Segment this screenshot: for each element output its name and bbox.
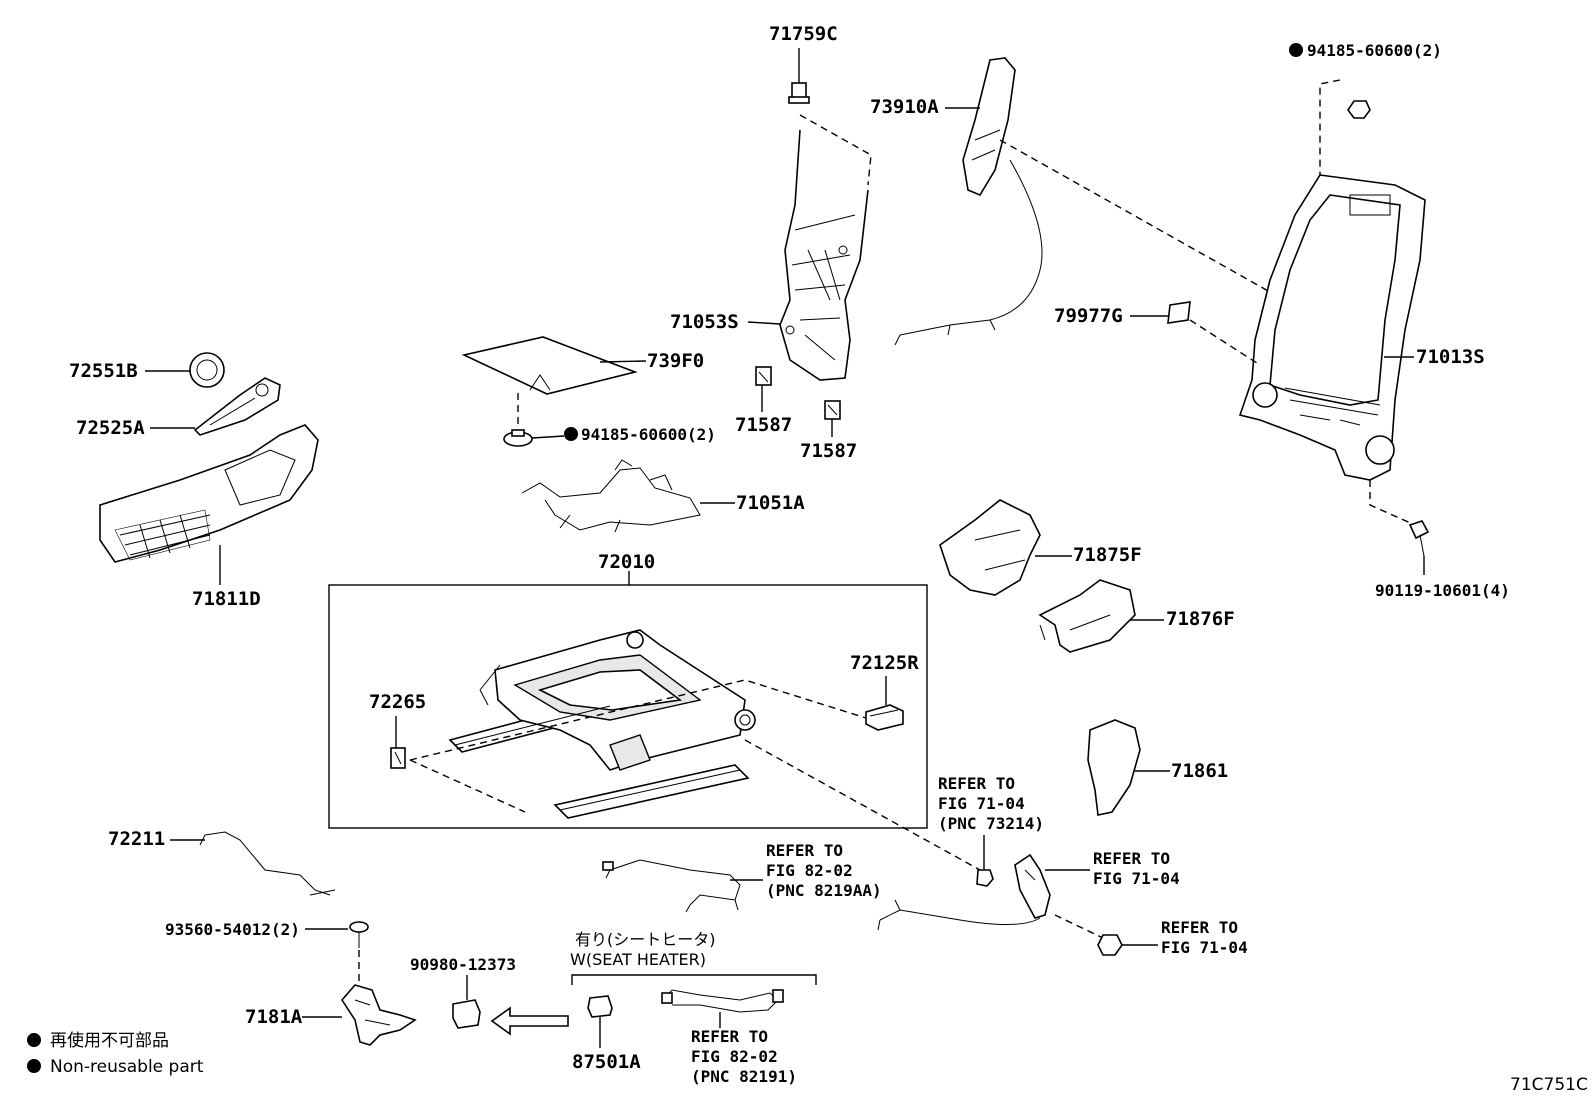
note-fig: FIG 71-04	[938, 794, 1025, 813]
note-fig7104-nut: REFER TO FIG 71-04	[1161, 918, 1248, 957]
label-71013S[interactable]: 71013S	[1416, 346, 1485, 368]
part-71759C	[788, 82, 810, 104]
note-fig8202-pnc8219AA: REFER TO FIG 82-02 (PNC 8219AA)	[766, 841, 882, 900]
note-fig7104-buckle: REFER TO FIG 71-04	[1093, 849, 1180, 888]
part-93560-screw	[349, 921, 369, 948]
part-71053S-lumbar-support	[779, 129, 869, 381]
part-7181A-bracket	[341, 984, 417, 1046]
label-90119[interactable]: 90119-10601(4)	[1375, 581, 1510, 600]
label-71587-a[interactable]: 71587	[735, 414, 792, 436]
part-71013S-seatback-frame	[1238, 174, 1426, 481]
diagram-code: 71C751C	[1510, 1075, 1588, 1095]
label-72125R[interactable]: 72125R	[850, 652, 919, 674]
note-refer-to: REFER TO	[938, 774, 1015, 793]
legend: 再使用不可部品 Non-reusable part	[27, 1030, 204, 1077]
seat-adjuster-frame	[448, 629, 756, 819]
part-71051A-spring-wire	[521, 459, 701, 533]
part-73910A-airbag	[894, 57, 1043, 346]
label-71587-b[interactable]: 71587	[800, 440, 857, 462]
note-fig: FIG 71-04	[1093, 869, 1180, 888]
part-seat-buckle	[877, 853, 1051, 931]
note-fig: FIG 71-04	[1161, 938, 1248, 957]
note-refer-to: REFER TO	[1161, 918, 1238, 937]
part-72265	[390, 747, 406, 769]
label-71875F[interactable]: 71875F	[1073, 544, 1142, 566]
legend-marker-en	[27, 1059, 41, 1073]
legend-marker-jp	[27, 1033, 41, 1047]
part-small-nut-73214	[976, 869, 994, 887]
label-72010[interactable]: 72010	[598, 551, 655, 573]
note-fig7104-pnc73214: REFER TO FIG 71-04 (PNC 73214)	[938, 774, 1044, 833]
label-739F0[interactable]: 739F0	[647, 350, 704, 372]
label-72211[interactable]: 72211	[108, 828, 165, 850]
label-71861[interactable]: 71861	[1171, 760, 1228, 782]
label-87501A[interactable]: 87501A	[572, 1051, 641, 1073]
label-71811D[interactable]: 71811D	[192, 588, 261, 610]
part-90119-bolt	[1408, 520, 1430, 557]
part-72525A-lever	[193, 377, 281, 436]
note-pnc: (PNC 73214)	[938, 814, 1044, 833]
part-79977G-label	[1167, 301, 1191, 324]
part-90980-connector	[452, 999, 481, 1029]
part-heater-harness	[661, 989, 784, 1013]
part-72211-rod	[199, 831, 336, 896]
non-reusable-marker-top	[1289, 43, 1303, 57]
label-73910A[interactable]: 73910A	[870, 96, 939, 118]
part-nut-buckle	[1097, 934, 1123, 956]
seat-heater-group: 有り(シートヒータ) W(SEAT HEATER) 87501A REFER T…	[570, 930, 817, 1086]
label-90980[interactable]: 90980-12373	[410, 955, 516, 974]
note-refer-to: REFER TO	[691, 1027, 768, 1046]
label-79977G[interactable]: 79977G	[1054, 305, 1123, 327]
part-739F0-pad	[461, 336, 638, 395]
note-fig: FIG 82-02	[766, 861, 853, 880]
note-refer-to: REFER TO	[766, 841, 843, 860]
label-7181A[interactable]: 7181A	[245, 1006, 303, 1028]
part-71861-cover	[1087, 719, 1141, 816]
non-reusable-marker-mid	[564, 427, 578, 441]
part-94185-nut-mid	[503, 429, 533, 447]
part-71875F-cover	[939, 499, 1041, 596]
label-72525A[interactable]: 72525A	[76, 417, 145, 439]
note-pnc: (PNC 82191)	[691, 1067, 797, 1086]
label-72551B[interactable]: 72551B	[69, 360, 138, 382]
note-refer-to: REFER TO	[1093, 849, 1170, 868]
seat-heater-label-jp: 有り(シートヒータ)	[575, 930, 716, 949]
legend-japanese: 再使用不可部品	[50, 1030, 169, 1051]
label-71051A[interactable]: 71051A	[736, 492, 805, 514]
part-71811D-shield	[99, 424, 319, 563]
label-72265[interactable]: 72265	[369, 691, 426, 713]
part-71587-b	[824, 400, 841, 420]
part-harness-8219AA	[602, 859, 741, 913]
seat-track-box	[328, 584, 928, 829]
seat-heater-label-en: W(SEAT HEATER)	[570, 950, 706, 969]
part-72551B-knob	[189, 352, 225, 388]
note-pnc: (PNC 8219AA)	[766, 881, 882, 900]
label-71759C[interactable]: 71759C	[769, 23, 838, 45]
label-71053S[interactable]: 71053S	[670, 311, 739, 333]
label-71876F[interactable]: 71876F	[1166, 608, 1235, 630]
label-93560[interactable]: 93560-54012(2)	[165, 920, 300, 939]
part-71876F-cover	[1038, 579, 1136, 653]
part-71587-a	[755, 366, 772, 386]
seat-track-group: 72010 72265 72125R	[328, 551, 981, 871]
arrow-icon	[490, 1006, 569, 1036]
label-94185-top[interactable]: 94185-60600(2)	[1307, 41, 1442, 60]
part-94185-nut-top	[1347, 100, 1371, 119]
label-94185-mid[interactable]: 94185-60600(2)	[581, 425, 716, 444]
legend-english: Non-reusable part	[50, 1057, 204, 1077]
part-72125R	[865, 704, 904, 731]
part-87501A-connector	[587, 995, 613, 1018]
note-fig: FIG 82-02	[691, 1047, 778, 1066]
